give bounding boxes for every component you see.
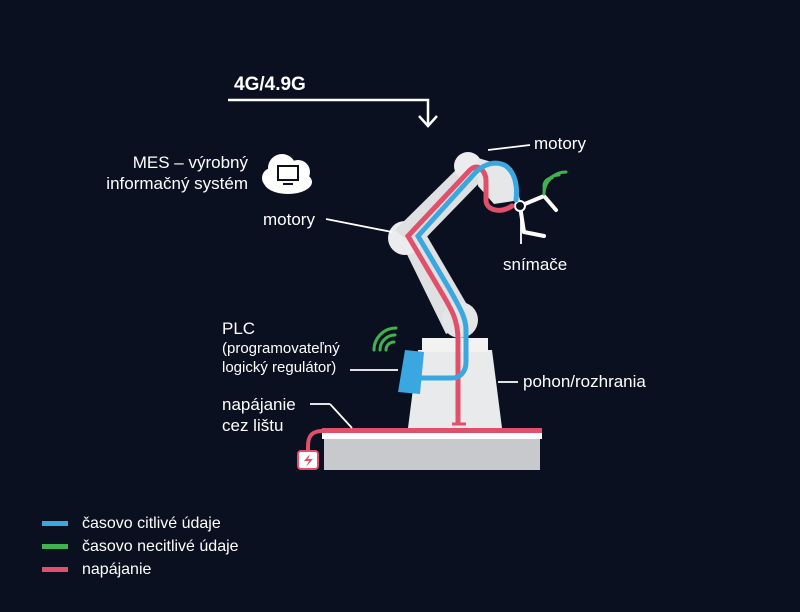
gripper — [518, 194, 558, 238]
data-cable — [414, 160, 519, 381]
legend-swatch — [42, 521, 68, 526]
wireless-signal-icon — [372, 326, 398, 352]
plc-label-line1: PLC — [222, 319, 256, 338]
motors-top-label: motory — [534, 134, 586, 153]
plc-label: PLC (programovateľný logický regulátor) — [222, 318, 340, 377]
rail-power-line1: napájanie — [222, 395, 296, 414]
rail-power-label: napájanie cez lištu — [222, 394, 296, 436]
mes-label-line1: MES – výrobný — [132, 153, 248, 172]
mounting-platform — [324, 438, 540, 470]
legend-swatch — [42, 567, 68, 572]
legend-label: časovo necitlivé údaje — [82, 537, 239, 555]
legend-label: časovo citlivé údaje — [82, 514, 221, 532]
robot-pedestal — [408, 350, 502, 428]
mes-label: MES – výrobný informačný systém — [92, 152, 248, 194]
mes-label-line2: informačný systém — [106, 174, 248, 193]
cloud-monitor-icon — [262, 154, 312, 194]
power-socket-icon — [297, 450, 319, 470]
plc-label-line3: logický regulátor) — [222, 359, 337, 376]
plc-label-line2: (programovateľný — [222, 340, 340, 357]
legend-item-power: napájanie — [42, 558, 239, 581]
sensors-label: snímače — [503, 255, 568, 274]
legend-item-time-sensitive: časovo citlivé údaje — [42, 512, 239, 535]
legend-label: napájanie — [82, 560, 152, 578]
motors-mid-label: motory — [263, 210, 315, 229]
network-arrow — [228, 98, 438, 128]
plc-module — [398, 350, 424, 394]
leader-lines — [310, 144, 531, 429]
network-label: 4G/4.9G — [234, 74, 306, 95]
power-rail — [322, 428, 542, 433]
sensor-node — [514, 200, 526, 212]
legend-swatch — [42, 544, 68, 549]
legend-item-time-insensitive: časovo necitlivé údaje — [42, 535, 239, 558]
wireless-signal-icon — [542, 170, 568, 196]
legend: časovo citlivé údaje časovo necitlivé úd… — [42, 512, 239, 581]
rail-power-line2: cez lištu — [222, 416, 284, 435]
drive-label: pohon/rozhrania — [523, 372, 646, 391]
